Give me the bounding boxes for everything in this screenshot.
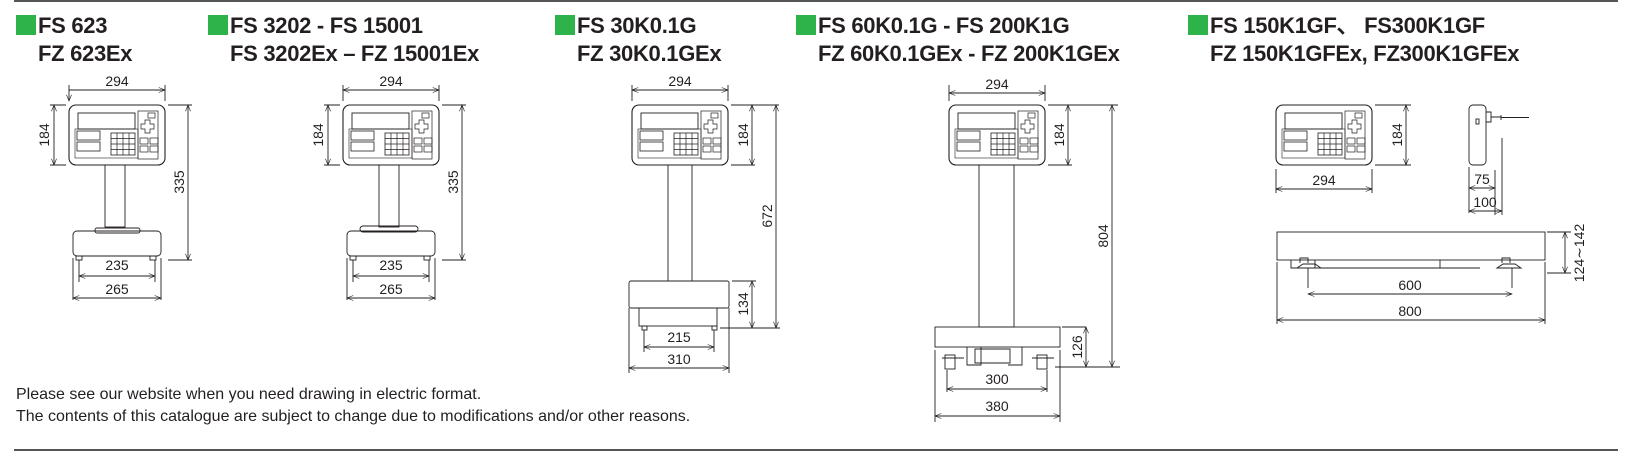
dim-base-height: 134 xyxy=(735,292,751,316)
dim-total-height: 672 xyxy=(759,204,775,228)
section-heading-fs60k: FS 60K0.1G - FS 200K1G FZ 60K0.1GEx - FZ… xyxy=(796,12,1120,68)
section-heading-fs30k: FS 30K0.1G FZ 30K0.1GEx xyxy=(555,12,722,68)
dim-foot-span: 600 xyxy=(1398,277,1422,293)
dim-display-height: 184 xyxy=(1389,123,1405,147)
heading-line2: FZ 30K0.1GEx xyxy=(577,41,722,66)
dim-total-height: 335 xyxy=(171,170,187,194)
green-square-icon xyxy=(208,15,228,35)
section-heading-fs3202: FS 3202 - FS 15001 FS 3202Ex – FZ 15001E… xyxy=(208,12,479,68)
dim-base-width: 265 xyxy=(105,281,129,297)
dim-display-height: 184 xyxy=(36,123,52,147)
diagram-fs623 xyxy=(50,85,192,301)
heading-line1: FS 623 xyxy=(38,13,108,38)
section-heading-fs150k: FS 150K1GF、 FS300K1GF FZ 150K1GFEx, FZ30… xyxy=(1188,12,1519,68)
dim-display-width: 294 xyxy=(379,73,403,89)
dim-side-depth-total: 100 xyxy=(1473,194,1497,210)
note-electric-format: Please see our website when you need dra… xyxy=(16,386,482,403)
dim-display-width: 294 xyxy=(668,73,692,89)
green-square-icon xyxy=(16,15,36,35)
top-rule xyxy=(14,0,1618,2)
green-square-icon xyxy=(1188,15,1208,35)
dim-display-width: 294 xyxy=(985,76,1009,92)
dim-base-height: 126 xyxy=(1069,335,1085,359)
green-square-icon xyxy=(796,15,816,35)
bottom-rule xyxy=(14,449,1618,451)
heading-line1: FS 30K0.1G xyxy=(577,13,697,38)
dim-base-width: 265 xyxy=(379,281,403,297)
diagram-fs150k xyxy=(1275,104,1571,324)
heading-line1: FS 3202 - FS 15001 xyxy=(230,13,423,38)
heading-line2: FZ 60K0.1GEx - FZ 200K1GEx xyxy=(818,41,1120,66)
heading-line2: FS 3202Ex – FZ 15001Ex xyxy=(230,41,480,66)
dim-display-height: 184 xyxy=(1051,123,1067,147)
dim-total-height: 804 xyxy=(1095,224,1111,248)
heading-line2: FZ 623Ex xyxy=(38,41,133,66)
dim-display-height: 184 xyxy=(310,123,326,147)
dim-display-height: 184 xyxy=(735,123,751,147)
dim-foot-span: 235 xyxy=(105,257,129,273)
dim-base-width: 310 xyxy=(667,351,691,367)
dim-foot-span: 215 xyxy=(667,329,691,345)
dim-platform-height: 124∼142 xyxy=(1571,224,1587,283)
diagram-fs60k xyxy=(934,85,1120,422)
dim-foot-span: 235 xyxy=(379,257,403,273)
heading-line1: FS 60K0.1G - FS 200K1G xyxy=(818,13,1070,38)
dim-foot-span: 300 xyxy=(985,371,1009,387)
dim-total-height: 335 xyxy=(445,170,461,194)
green-square-icon xyxy=(555,15,575,35)
dim-side-depth: 75 xyxy=(1474,171,1490,187)
dimension-labels: 294 184 335 235 265 294 184 335 235 265 … xyxy=(36,73,1587,414)
dim-platform-width: 800 xyxy=(1398,303,1422,319)
diagram-fs30k xyxy=(628,85,780,373)
heading-line1: FS 150K1GF、 FS300K1GF xyxy=(1210,13,1485,38)
dim-display-width: 294 xyxy=(1312,172,1336,188)
dim-base-width: 380 xyxy=(985,398,1009,414)
heading-line2: FZ 150K1GFEx, FZ300K1GFEx xyxy=(1210,41,1520,66)
diagram-fs3202 xyxy=(324,85,466,301)
note-subject-to-change: The contents of this catalogue are subje… xyxy=(16,408,691,425)
dim-display-width: 294 xyxy=(105,73,129,89)
section-heading-fs623: FS 623 FZ 623Ex xyxy=(16,12,133,68)
